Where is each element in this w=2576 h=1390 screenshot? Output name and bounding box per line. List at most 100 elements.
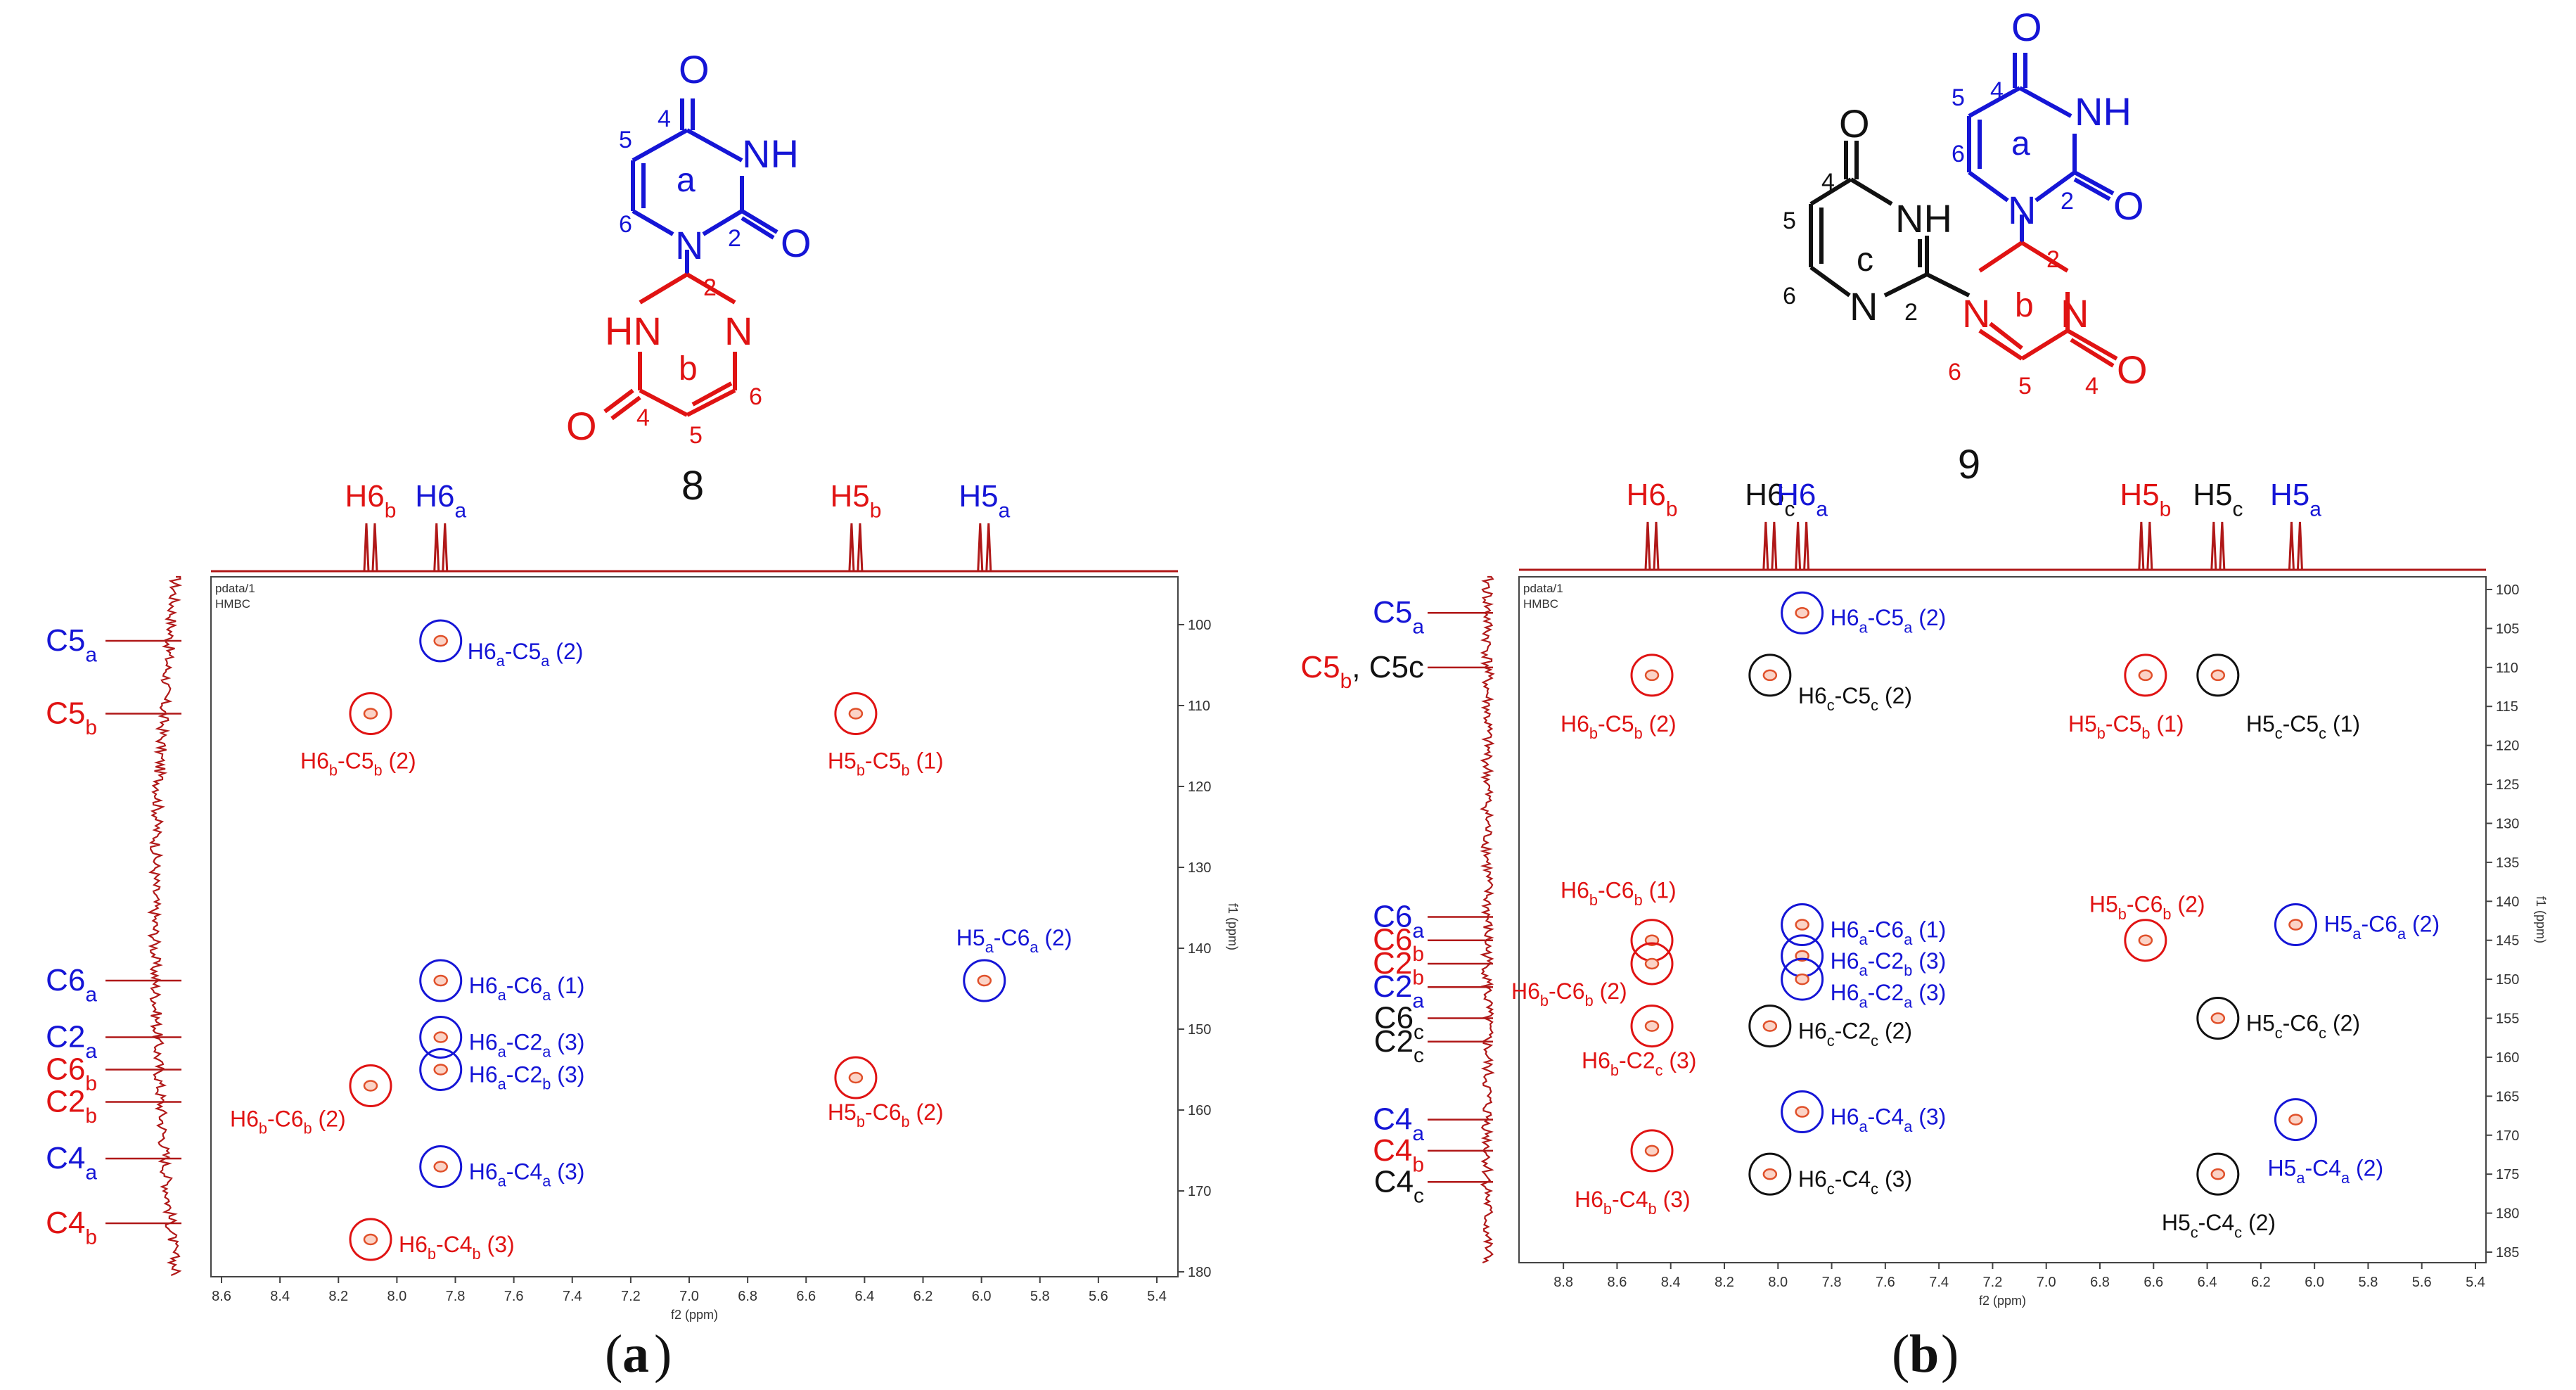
carbon-peak-label: C4a bbox=[1373, 1102, 1424, 1145]
structure-8: O NH O N a 4 5 6 2 HN N O b 2 4 5 6 bbox=[566, 47, 812, 449]
carbon-peak-label: C2b bbox=[1373, 946, 1424, 989]
cross-peak-circle bbox=[2274, 903, 2317, 947]
correlation-label: H5b-C5b (1) bbox=[2068, 711, 2184, 742]
cross-peak-circle bbox=[1748, 1005, 1792, 1048]
cross-peak-circle bbox=[419, 959, 463, 1002]
cross-peak bbox=[433, 974, 448, 987]
f1-tick-label: 180 bbox=[2496, 1206, 2519, 1222]
f2-tick-label: 7.8 bbox=[446, 1289, 466, 1304]
num-b2-9: 2 bbox=[2046, 246, 2060, 273]
num-b4-9: 4 bbox=[2085, 373, 2098, 400]
f2-tick-label: 8.0 bbox=[1768, 1275, 1788, 1290]
carbon-peak-label: C6b bbox=[1373, 923, 1424, 966]
cross-peak-circle bbox=[2124, 653, 2167, 697]
f1-tick-label: 130 bbox=[2496, 816, 2519, 831]
hn-8: HN bbox=[605, 309, 662, 353]
cross-peak-circle bbox=[834, 692, 878, 735]
proton-peak bbox=[363, 523, 378, 573]
cross-peak-circle bbox=[834, 1056, 878, 1099]
cross-peak bbox=[2288, 919, 2303, 931]
proton-peak-label: H6b bbox=[345, 479, 397, 522]
o-right-9: O bbox=[2113, 184, 2144, 228]
f2-tick-label: 7.0 bbox=[679, 1289, 699, 1304]
cross-peak-circle bbox=[1630, 942, 1674, 986]
cross-peak bbox=[433, 1031, 448, 1043]
proton-peak-label: H5a bbox=[959, 479, 1010, 522]
f2-axis-title: f2 (ppm) bbox=[1979, 1294, 2026, 1308]
f2-tick-label: 8.6 bbox=[1608, 1275, 1627, 1290]
caption-b-letter: b bbox=[1909, 1325, 1939, 1384]
correlation-label: H5c-C6c (2) bbox=[2246, 1011, 2360, 1042]
correlation-label: H6a-C4a (3) bbox=[469, 1159, 585, 1190]
f1-tick-label: 180 bbox=[1188, 1265, 1211, 1280]
num-a4-8: 4 bbox=[658, 106, 671, 132]
f1-tick-label: 120 bbox=[1188, 779, 1211, 795]
f2-tick-label: 6.2 bbox=[2251, 1275, 2271, 1290]
compound-9-label: 9 bbox=[1958, 442, 1980, 487]
correlation-label: H6a-C2a (3) bbox=[469, 1030, 585, 1061]
proton-peak bbox=[977, 523, 992, 573]
carbon-peak-label: C2b bbox=[46, 1085, 97, 1128]
f2-tick-label: 6.0 bbox=[2305, 1275, 2324, 1290]
cross-peak bbox=[1762, 669, 1778, 682]
plot-header-line: pdata/1 bbox=[1523, 582, 1563, 595]
num-c6-9: 6 bbox=[1783, 283, 1796, 310]
n-c-9: N bbox=[1850, 284, 1878, 329]
correlation-label: H5a-C6a (2) bbox=[2324, 912, 2440, 943]
cross-peak bbox=[363, 1080, 378, 1092]
cross-peak bbox=[2288, 1114, 2303, 1126]
f1-tick-label: 105 bbox=[2496, 621, 2519, 637]
proton-peak bbox=[433, 523, 449, 573]
proton-peak bbox=[2138, 521, 2153, 571]
cross-peak-circle bbox=[2196, 997, 2240, 1040]
num-a2-9: 2 bbox=[2061, 188, 2074, 215]
carbon-trace bbox=[147, 575, 183, 1277]
f2-tick-label: 8.6 bbox=[212, 1289, 231, 1304]
cross-peak bbox=[1644, 1144, 1660, 1157]
f2-tick-label: 7.8 bbox=[1822, 1275, 1842, 1290]
cross-peak-circle bbox=[419, 1048, 463, 1091]
ring-b-label-9: b bbox=[2015, 287, 2034, 324]
correlation-label: H6a-C4a (3) bbox=[1831, 1104, 1947, 1135]
svg-text:): ) bbox=[654, 1325, 672, 1384]
f2-tick-label: 5.4 bbox=[2466, 1275, 2485, 1290]
cross-peak bbox=[2210, 1012, 2226, 1024]
cross-peak bbox=[2138, 669, 2153, 682]
carbon-peak-label: C4a bbox=[46, 1141, 97, 1184]
carbon-peak-label: C5a bbox=[46, 623, 97, 666]
o-top-8: O bbox=[679, 47, 710, 91]
cross-peak bbox=[1795, 606, 1809, 619]
proton-peak-label: H6b bbox=[1627, 478, 1678, 521]
f2-tick-label: 6.4 bbox=[2198, 1275, 2217, 1290]
caption-a-letter: a bbox=[622, 1325, 649, 1384]
cross-peak bbox=[1762, 1168, 1778, 1180]
caption-b: ( b ) bbox=[1892, 1325, 1959, 1384]
correlation-label: H6c-C2c (2) bbox=[1798, 1019, 1912, 1050]
f1-tick-label: 140 bbox=[2496, 894, 2519, 910]
nh-c-9: NH bbox=[1895, 196, 1952, 241]
num-b6-8: 6 bbox=[749, 383, 762, 410]
f2-tick-label: 8.2 bbox=[328, 1289, 348, 1304]
f2-tick-label: 7.0 bbox=[2037, 1275, 2056, 1290]
cross-peak bbox=[433, 635, 448, 647]
f2-tick-label: 8.4 bbox=[1661, 1275, 1681, 1290]
correlation-label: H6a-C2b (3) bbox=[469, 1062, 585, 1093]
carbon-peak-label: C5b, C5c bbox=[1300, 650, 1424, 693]
num-b5-8: 5 bbox=[689, 422, 703, 449]
cross-peak bbox=[1795, 1106, 1809, 1118]
num-c2-9: 2 bbox=[1904, 299, 1918, 326]
f1-tick-label: 155 bbox=[2496, 1012, 2519, 1027]
cross-peak-circle bbox=[963, 959, 1006, 1002]
f2-tick-label: 7.4 bbox=[1929, 1275, 1949, 1290]
f1-tick-label: 100 bbox=[2496, 582, 2519, 598]
cross-peak bbox=[1795, 919, 1809, 931]
f2-tick-label: 6.6 bbox=[2144, 1275, 2163, 1290]
correlation-label: H6b-C5b (2) bbox=[1561, 711, 1677, 742]
correlation-label: H6a-C6a (1) bbox=[1831, 917, 1947, 948]
n-b-8: N bbox=[724, 309, 752, 353]
o-right-8: O bbox=[781, 221, 812, 265]
f1-tick-label: 150 bbox=[1188, 1022, 1211, 1038]
correlation-label: H6b-C5b (2) bbox=[300, 748, 416, 779]
f2-tick-label: 6.4 bbox=[854, 1289, 874, 1304]
f1-tick-label: 175 bbox=[2496, 1167, 2519, 1182]
